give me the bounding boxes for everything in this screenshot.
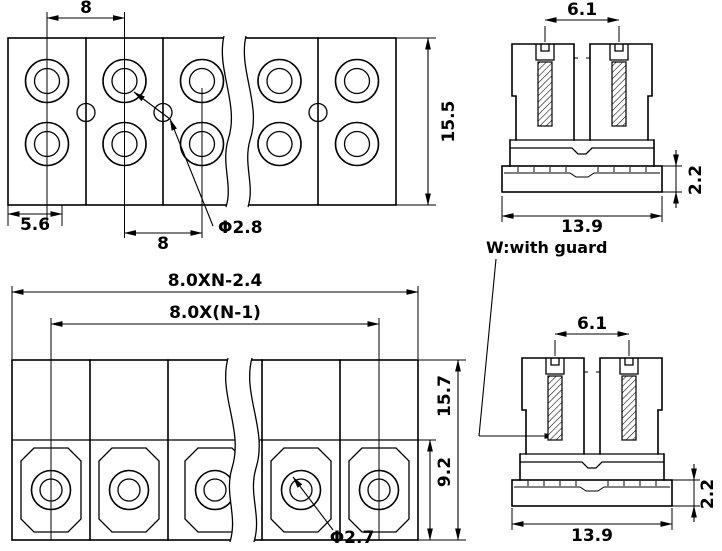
dim-base-thickness: 2.2 [686, 165, 706, 195]
strip-front-view: 8.0XN-2.4 8.0X(N-1) 15.7 9.2 Φ2.7 [11, 271, 466, 548]
dim-base-height: 9.2 [435, 457, 455, 487]
dim-pitch-bottom: 8 [157, 234, 169, 254]
dim-block-width-2: 13.9 [571, 526, 613, 546]
block-front-body [501, 43, 663, 193]
dim-slot-pitch-2: 6.1 [577, 314, 607, 334]
dim-pitch-top: 8 [80, 0, 92, 18]
dim-block-width: 13.9 [561, 217, 603, 237]
dim-front-hole-diameter: Φ2.7 [330, 528, 375, 548]
dim-overall-length: 8.0XN-2.4 [168, 271, 263, 291]
dim-end-offset: 5.6 [20, 215, 50, 235]
strip-top-dimensions: 8 15.5 5.6 8 Φ2.8 [7, 0, 459, 254]
front-hole-leader-line [292, 476, 334, 531]
hole-leader-line [169, 118, 214, 227]
strip-top-view: 8 15.5 5.6 8 Φ2.8 [7, 0, 459, 254]
guard-leader [478, 258, 557, 439]
dim-hole-diameter: Φ2.8 [218, 218, 263, 238]
dim-slot-pitch: 6.1 [567, 0, 597, 20]
block-front-dimensions-2: 6.1 13.9 2.2 [511, 314, 718, 546]
dim-pitch-span: 8.0X(N-1) [169, 303, 261, 323]
block-front-view-guard: 6.1 13.9 2.2 W:with guard [478, 0, 706, 439]
block-front-dimensions: 6.1 13.9 2.2 [501, 0, 706, 237]
guard-caption: W:with guard [486, 238, 607, 257]
strip-front-break-lines [225, 357, 260, 543]
block-front-body-2 [511, 357, 673, 507]
hole-leader-line-2 [133, 91, 171, 120]
dim-strip-height: 15.5 [439, 101, 459, 143]
strip-front-dimensions: 8.0XN-2.4 8.0X(N-1) 15.7 9.2 Φ2.7 [11, 271, 466, 548]
strip-front-outline [11, 359, 419, 541]
block-front-view-plain: 6.1 13.9 2.2 [511, 314, 718, 546]
strip-front-sockets [20, 447, 410, 533]
dim-strip-front-height: 15.7 [435, 375, 455, 417]
strip-top-break-lines [221, 35, 255, 208]
dim-base-thickness-2: 2.2 [698, 479, 718, 509]
